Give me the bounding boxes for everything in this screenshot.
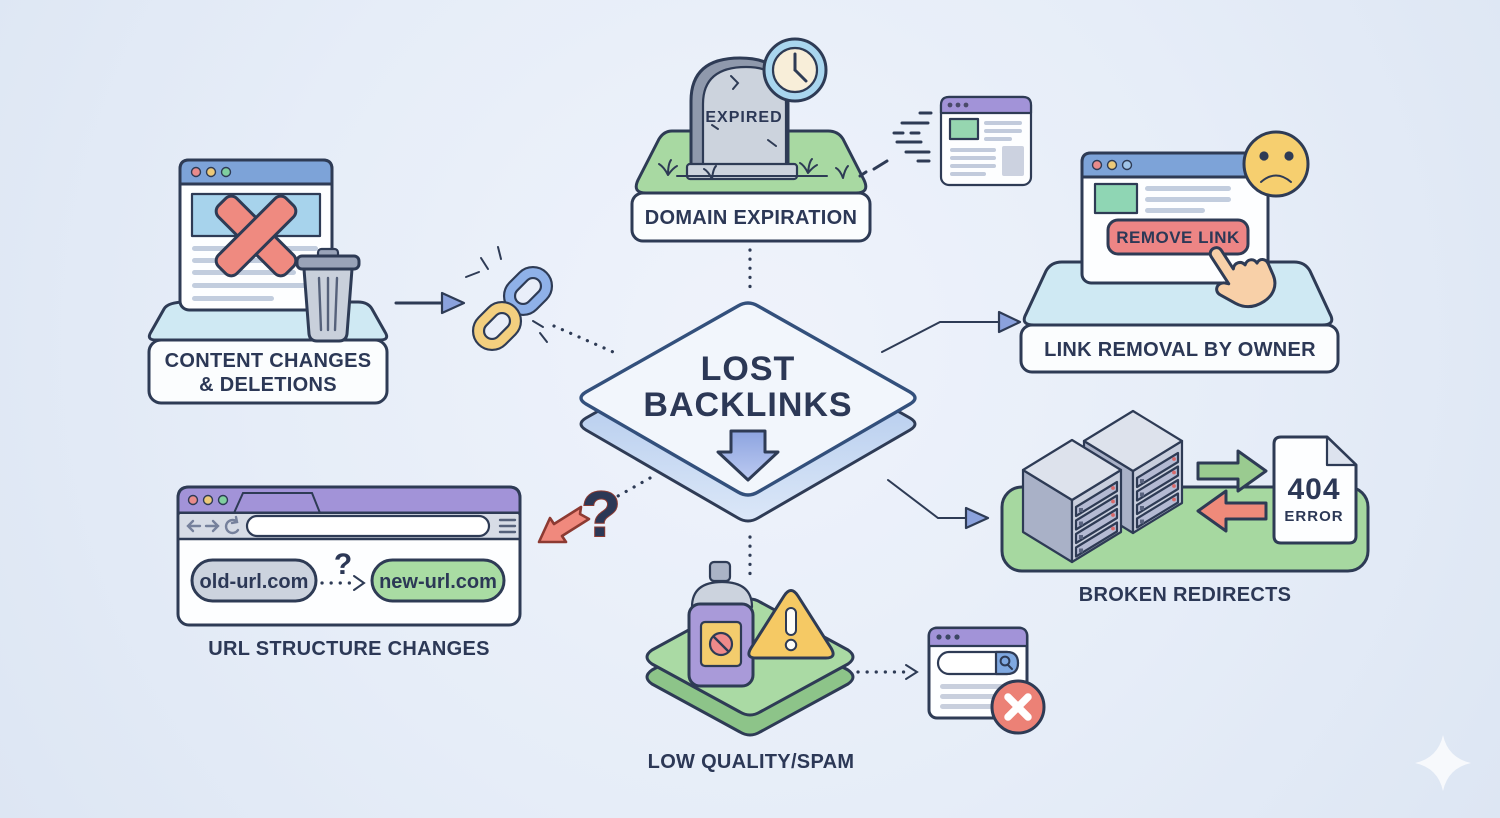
remove-link-button — [1106, 218, 1250, 256]
platform-label-band — [630, 191, 872, 243]
server-icon-front — [1021, 438, 1123, 564]
forward-icon — [204, 519, 220, 533]
arrowhead — [997, 310, 1022, 334]
server-slots — [1074, 480, 1119, 558]
sparkle-icon — [1415, 735, 1471, 791]
arrow-center-to-broken-redirects — [887, 479, 990, 530]
domain-expiration-label: DOMAIN EXPIRATION — [645, 207, 858, 229]
browser-window-deleted-page — [178, 158, 334, 312]
old-url-text: old-url.com — [200, 571, 309, 593]
flying-page-window — [858, 95, 1033, 187]
center-title-line2: BACKLINKS — [643, 386, 852, 424]
browser-dot-blue — [1121, 159, 1133, 171]
browser-dots — [936, 634, 960, 640]
url-structure-node: old-url.com new-url.com ? URL STRUCTURE … — [176, 485, 522, 660]
center-title-line1: LOST — [701, 350, 796, 388]
redirect-arrow-left — [1196, 489, 1268, 533]
diamond-top — [579, 301, 917, 497]
dotted-arrow-spam-to-result — [856, 664, 919, 680]
address-bar — [245, 514, 491, 538]
search-button — [994, 650, 1020, 676]
new-url-pill — [370, 558, 506, 603]
warning-triangle-icon — [747, 589, 835, 660]
new-url-text: new-url.com — [379, 571, 497, 593]
error-word: ERROR — [1284, 508, 1343, 525]
browser-header — [176, 485, 522, 515]
error-x-icon — [990, 679, 1046, 735]
browser-dot-yellow — [1106, 159, 1118, 171]
browser-dot-yellow — [205, 166, 217, 178]
browser-header — [178, 158, 334, 186]
url-structure-label: URL STRUCTURE CHANGES — [208, 638, 490, 660]
domain-expiration-node: EXPIRED DOMAIN EXPIRATION — [630, 37, 872, 243]
browser-dot-yellow — [202, 494, 214, 506]
browser-dots — [947, 102, 969, 108]
down-arrow-icon — [716, 429, 780, 482]
result-lines — [940, 684, 1010, 709]
dotted-connector-center-to-question — [616, 476, 652, 498]
page-lines — [950, 121, 1024, 176]
arrow-content-to-link — [394, 291, 466, 315]
link-removal-node: REMOVE LINK LINK REMOVAL BY OWNER — [1019, 130, 1340, 374]
search-result-window — [927, 626, 1046, 735]
broken-redirects-label: BROKEN REDIRECTS — [1079, 584, 1292, 606]
speed-lines — [858, 111, 933, 178]
platform-label-band — [147, 338, 389, 405]
remove-link-button-label: REMOVE LINK — [1116, 228, 1240, 247]
link-removal-label: LINK REMOVAL BY OWNER — [1044, 339, 1316, 361]
browser-dot-red — [1091, 159, 1103, 171]
arrow-center-to-link-removal — [881, 310, 1022, 353]
redirect-arrow-right — [1196, 449, 1268, 493]
trash-icon — [295, 247, 361, 343]
magnifier-icon — [999, 655, 1013, 670]
nav-icons — [186, 515, 517, 535]
arrowhead — [440, 291, 466, 315]
lost-backlinks-diamond: LOST BACKLINKS — [579, 301, 917, 523]
uncertainty-decoration: ? — [537, 476, 652, 551]
big-question-mark: ? — [581, 478, 620, 550]
tombstone-text: EXPIRED — [705, 109, 782, 126]
browser-tab — [233, 492, 321, 514]
content-changes-label-line2: & DELETIONS — [199, 374, 337, 396]
old-url-pill — [190, 558, 318, 603]
chain-link-yellow — [471, 300, 523, 352]
tombstone-icon: EXPIRED — [685, 56, 799, 181]
document-404-icon: 404 ERROR — [1272, 435, 1358, 545]
browser-header — [939, 95, 1033, 115]
browser-dot-green — [217, 494, 229, 506]
arrowhead — [964, 506, 990, 530]
browser-dot-red — [187, 494, 199, 506]
menu-icon — [498, 518, 517, 534]
deleted-x-icon — [214, 194, 298, 278]
broken-link-icon — [465, 246, 554, 352]
reload-icon — [224, 515, 240, 535]
error-code: 404 — [1287, 473, 1340, 506]
browser-dot-green — [220, 166, 232, 178]
server-slots — [1135, 451, 1180, 529]
break-sparks — [465, 246, 548, 343]
content-changes-node: CONTENT CHANGES & DELETIONS — [147, 158, 389, 405]
clock-icon — [762, 37, 828, 103]
dotted-connector-link-to-center — [552, 324, 622, 357]
sad-face-icon — [1242, 130, 1310, 198]
hand-cursor-icon — [1208, 246, 1277, 309]
red-arrow-icon — [537, 505, 591, 544]
platform-label-band — [1019, 323, 1340, 374]
page-lines — [1145, 186, 1231, 213]
grass-tufts — [658, 158, 849, 180]
broken-redirects-node: 404 ERROR BROKEN REDIRECTS — [1000, 409, 1370, 606]
url-question-mark: ? — [334, 548, 352, 581]
browser-dot-red — [190, 166, 202, 178]
low-quality-node: LOW QUALITY/SPAM — [645, 560, 855, 773]
low-quality-label: LOW QUALITY/SPAM — [648, 751, 855, 773]
spray-can-icon — [687, 560, 755, 688]
browser-header — [927, 626, 1029, 648]
arrowhead — [905, 664, 919, 680]
content-changes-label-line1: CONTENT CHANGES — [165, 350, 372, 372]
chain-link-blue — [502, 265, 554, 317]
back-icon — [186, 519, 202, 533]
